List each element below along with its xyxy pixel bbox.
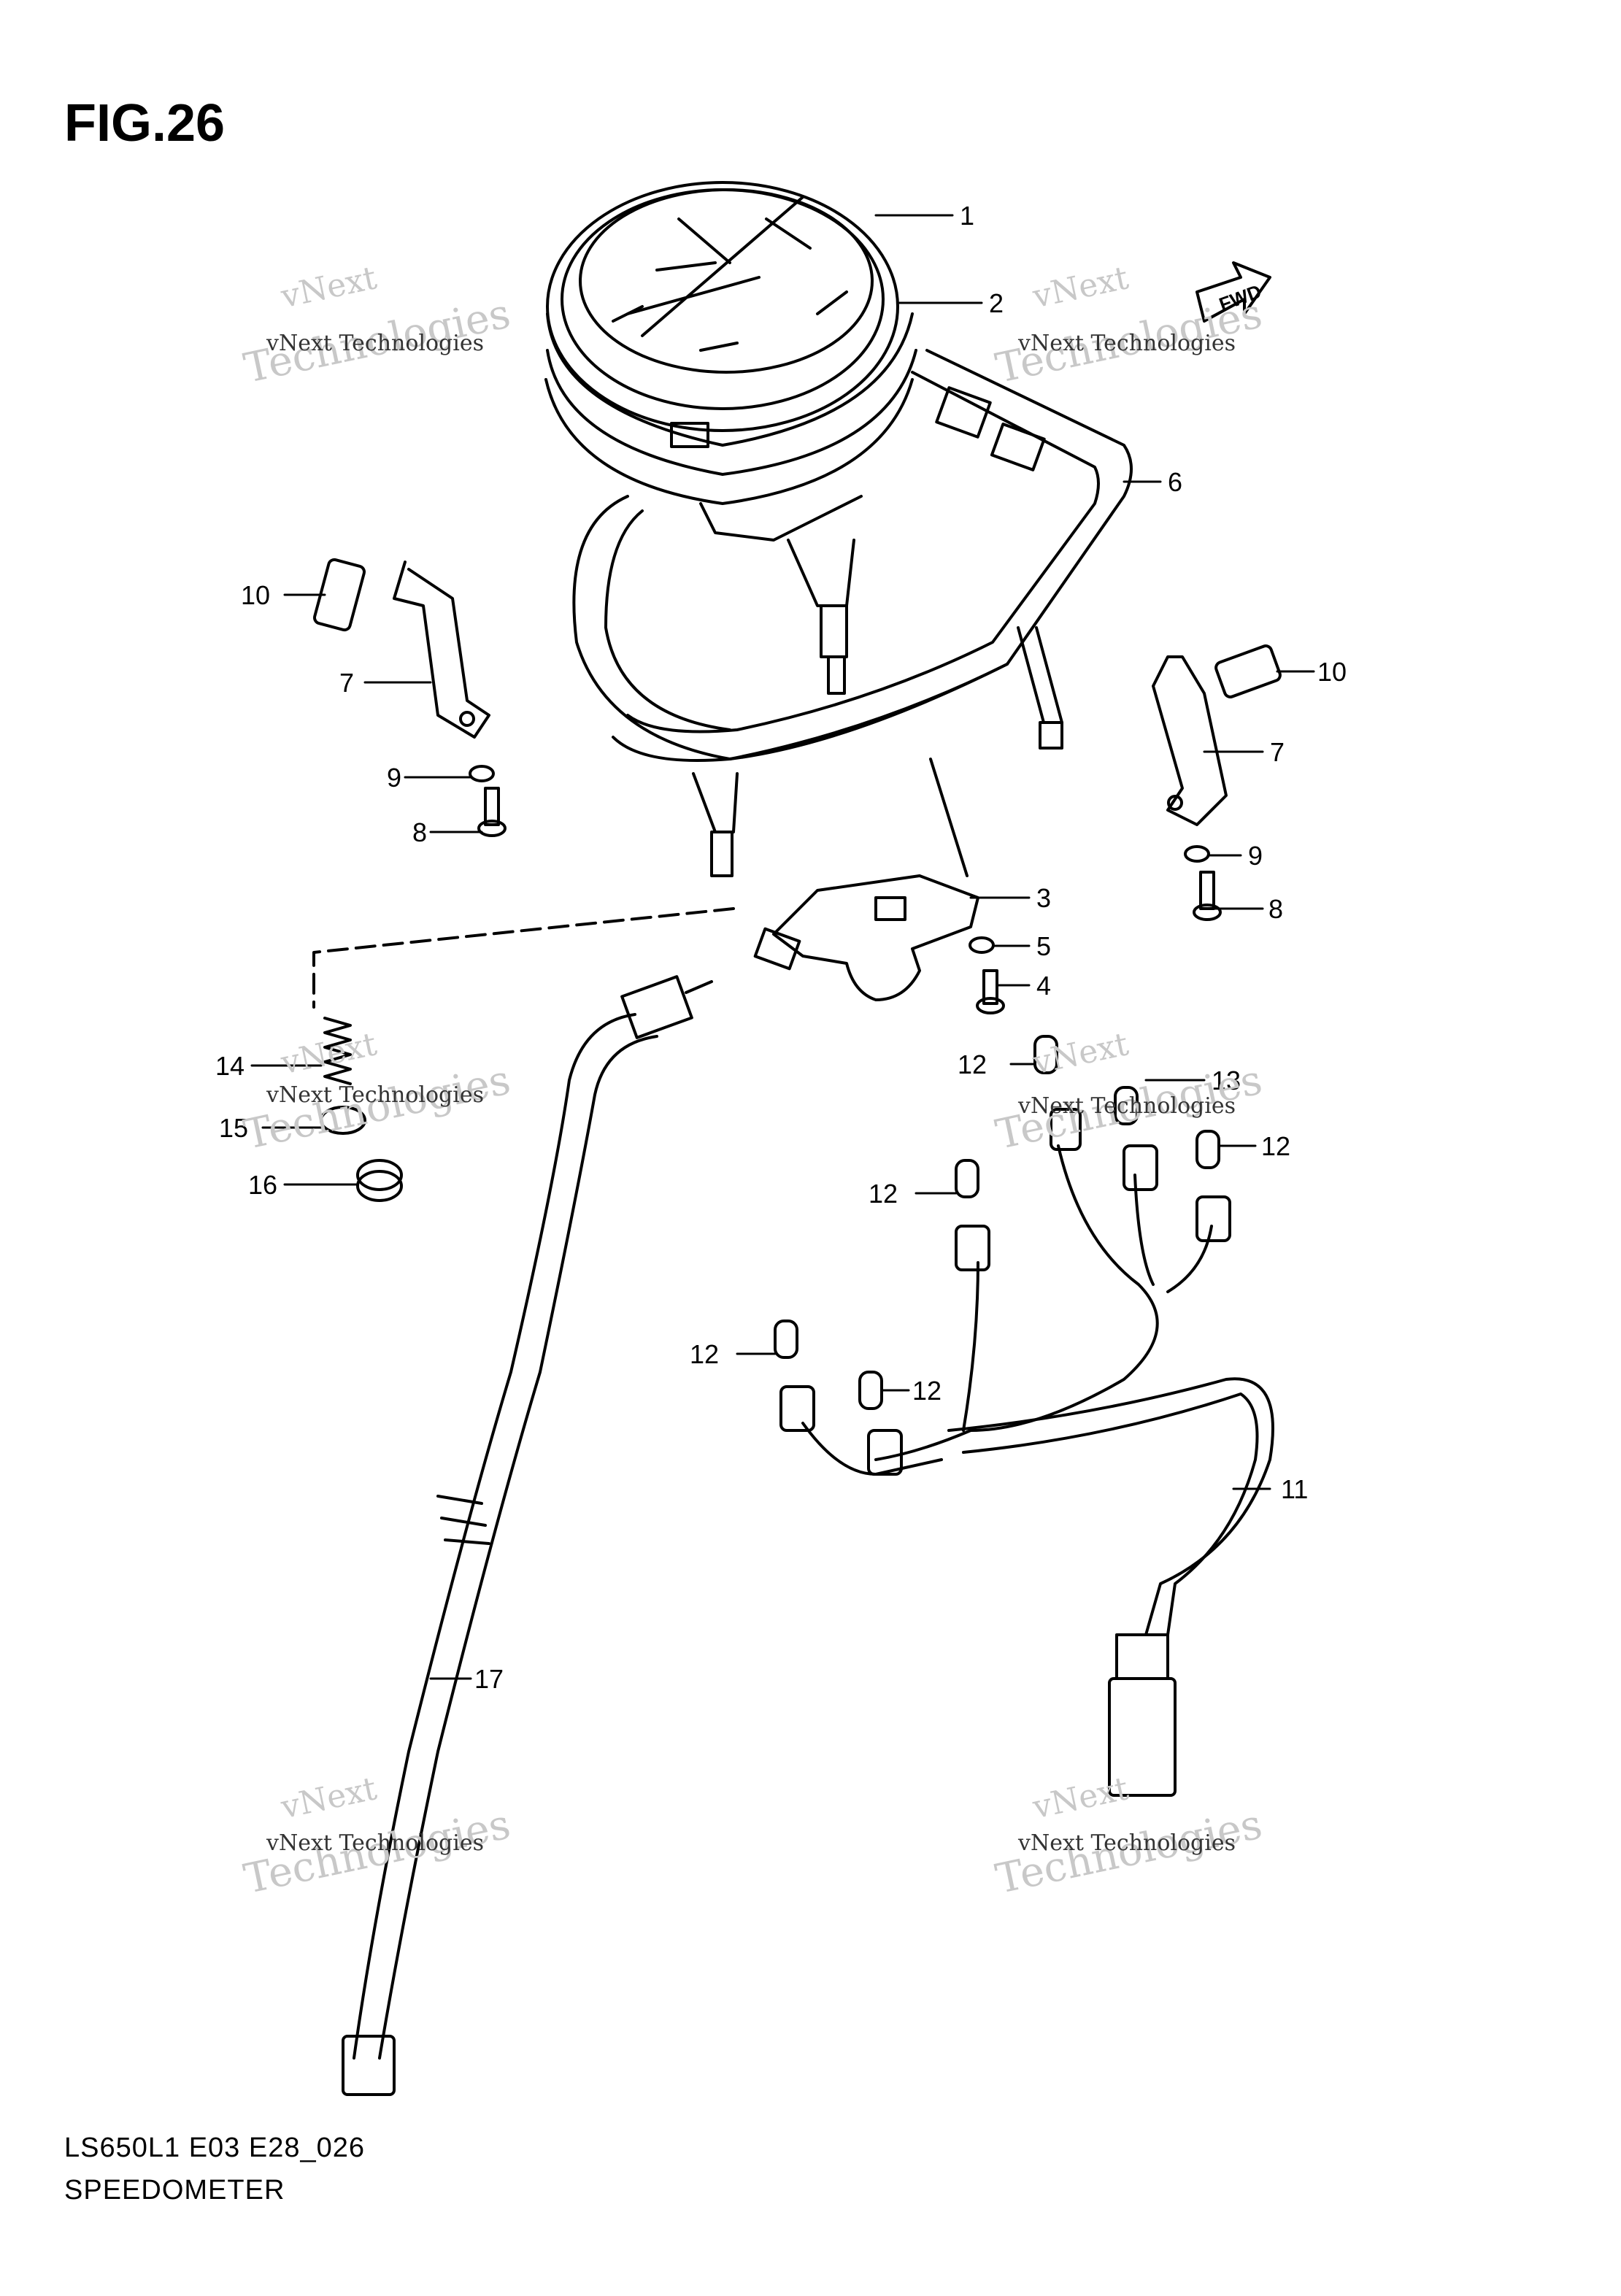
callout-7-right: 7 bbox=[1270, 737, 1285, 767]
callout-10-left: 10 bbox=[241, 580, 270, 610]
meter-cover bbox=[572, 349, 1133, 877]
washer-left bbox=[469, 765, 495, 782]
washer-15 bbox=[320, 1106, 366, 1135]
watermark-vnext: vNext bbox=[1029, 259, 1132, 316]
callout-5: 5 bbox=[1036, 931, 1051, 961]
bracket-left bbox=[313, 558, 490, 739]
callout-15: 15 bbox=[219, 1113, 248, 1143]
watermarks: vNext Technologies vNext Technologies vN… bbox=[240, 259, 1266, 1903]
speedometer-gearbox bbox=[753, 874, 979, 1001]
callout-2: 2 bbox=[989, 288, 1004, 318]
watermark-vnext: vNext bbox=[277, 259, 380, 316]
watermark-vnext: vNext bbox=[1029, 1025, 1132, 1082]
watermark-text: vNext Technologies bbox=[266, 1830, 484, 1856]
callout-17: 17 bbox=[474, 1664, 504, 1694]
speedometer-meter bbox=[544, 181, 917, 695]
callout-10-right: 10 bbox=[1317, 657, 1347, 687]
callout-1: 1 bbox=[960, 201, 974, 231]
callout-3: 3 bbox=[1036, 883, 1051, 913]
drawing-name: SPEEDOMETER bbox=[64, 2175, 285, 2206]
callout-13: 13 bbox=[1212, 1066, 1241, 1095]
watermark-text: vNext Technologies bbox=[266, 1082, 484, 1108]
washer-right bbox=[1184, 845, 1210, 863]
callout-6: 6 bbox=[1168, 467, 1182, 497]
grommet bbox=[356, 1159, 403, 1202]
callout-12-d: 12 bbox=[690, 1339, 719, 1369]
watermark-text: vNext Technologies bbox=[1017, 1830, 1236, 1856]
watermark-text: vNext Technologies bbox=[1017, 331, 1236, 356]
wiring-harness bbox=[779, 1108, 1274, 1797]
figure-title: FIG.26 bbox=[64, 94, 226, 153]
bracket-right bbox=[1152, 644, 1282, 826]
callout-leaders bbox=[250, 214, 1315, 1680]
bolt-4 bbox=[976, 969, 1005, 1014]
callout-labels: 1 2 6 10 10 7 7 9 9 8 8 3 5 4 14 15 16 1… bbox=[215, 201, 1347, 1694]
callout-16: 16 bbox=[248, 1170, 277, 1200]
bolt-left bbox=[477, 787, 507, 837]
callout-8-left: 8 bbox=[412, 817, 427, 847]
bulbs bbox=[774, 1035, 1220, 1410]
watermark-vnext: vNext bbox=[1029, 1770, 1132, 1827]
watermark-text: vNext Technologies bbox=[266, 331, 484, 356]
callout-4: 4 bbox=[1036, 971, 1051, 1001]
callout-8-right: 8 bbox=[1268, 894, 1283, 924]
speedometer-cable bbox=[342, 975, 713, 2096]
callout-12-a: 12 bbox=[958, 1049, 987, 1079]
callout-11: 11 bbox=[1281, 1474, 1308, 1504]
callout-12-c: 12 bbox=[869, 1179, 898, 1209]
drawing-code: LS650L1 E03 E28_026 bbox=[64, 2133, 366, 2163]
callout-9-right: 9 bbox=[1248, 841, 1263, 871]
washer-5 bbox=[969, 936, 995, 954]
callout-12-b: 12 bbox=[1261, 1131, 1290, 1161]
callout-7-left: 7 bbox=[339, 668, 354, 698]
watermark-text: vNext Technologies bbox=[1017, 1093, 1236, 1119]
callout-14: 14 bbox=[215, 1051, 245, 1081]
watermark-vnext: vNext bbox=[277, 1770, 380, 1827]
callout-9-left: 9 bbox=[387, 763, 401, 793]
callout-12-e: 12 bbox=[912, 1376, 942, 1406]
bolt-right bbox=[1193, 871, 1222, 921]
spring bbox=[323, 1017, 352, 1085]
forward-arrow-icon bbox=[1195, 261, 1271, 323]
